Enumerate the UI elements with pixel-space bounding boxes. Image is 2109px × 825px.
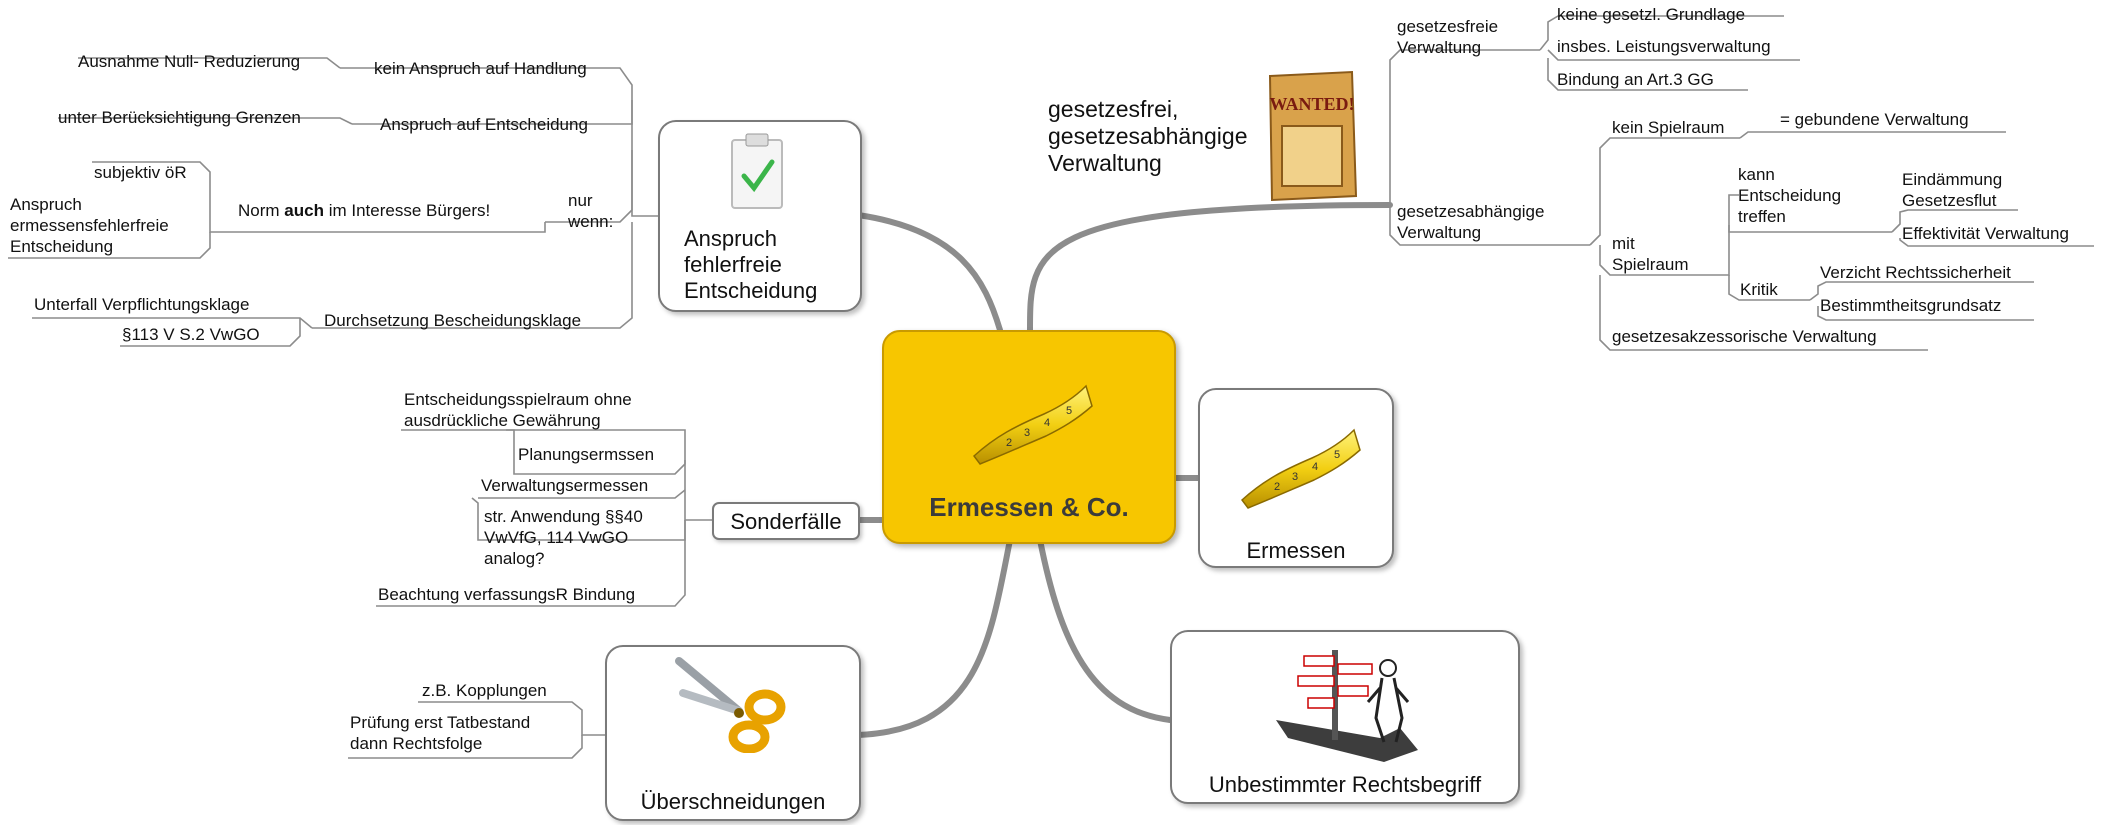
norm-label: Norm auch im Interesse Bürgers! [238,201,491,220]
anspruch-node[interactable]: Anspruch fehlerfreie Entscheidung [658,120,862,312]
sonderfall-item: Verwaltungsermessen [481,476,649,495]
kritik-label: Kritik [1740,280,1778,299]
gesetzesabhaengige-label: gesetzesabhängige Verwaltung [1397,202,1545,242]
anspruch-entscheidung-label: Anspruch auf Entscheidung [380,115,588,134]
gesetzesfreie-item: insbes. Leistungsverwaltung [1557,37,1771,56]
ueberschneidungen-node[interactable]: Überschneidungen [605,645,861,821]
svg-text:3: 3 [1024,427,1030,439]
anspruch-title: Anspruch fehlerfreie Entscheidung [684,226,818,303]
ueberschneidungen-title: Überschneidungen [640,789,826,814]
clipboard-check-icon [728,132,786,210]
eindaemmung-label: Eindämmung Gesetzesflut [1902,170,2003,210]
measuring-tape-icon: 2 3 4 5 [966,376,1096,466]
nur-wenn-label: nur wenn: [568,191,614,231]
sonderfall-item: str. Anwendung §§40 VwVfG, 114 VwGO anal… [484,507,643,568]
scissors-icon [669,653,799,754]
akzessorisch-label: gesetzesakzessorische Verwaltung [1612,327,1877,346]
signpost-man-icon [1268,642,1428,767]
unbestimmter-title: Unbestimmter Rechtsbegriff [1208,772,1482,797]
unterfall-label: Unterfall Verpflichtungsklage [34,295,250,314]
verzicht-label: Verzicht Rechtssicherheit [1820,263,2011,282]
svg-text:2: 2 [1274,481,1280,493]
ermessensfehlerfreie-label: Anspruch ermessensfehlerfreie Entscheidu… [10,195,169,256]
ueberschneidung-item: z.B. Kopplungen [422,681,547,700]
measuring-tape-icon: 2 3 4 5 [1234,420,1364,510]
sonderfaelle-title: Sonderfälle [730,509,842,534]
sonderfall-item: Planungsermssen [518,445,655,464]
subjektiv-label: subjektiv öR [94,163,187,182]
verwaltung-title: gesetzesfrei, gesetzesabhängige Verwaltu… [1048,96,1248,176]
paragraph-label: §113 V S.2 VwGO [122,325,260,344]
svg-text:2: 2 [1006,437,1012,449]
kein-anspruch-label: kein Anspruch auf Handlung [374,59,587,78]
wanted-label: WANTED! [1269,94,1354,114]
gesetzesfreie-item: keine gesetzl. Grundlage [1557,5,1746,24]
sonderfaelle-node[interactable]: Sonderfälle [712,502,860,540]
central-title: Ermessen & Co. [929,492,1129,522]
gebundene-label: = gebundene Verwaltung [1780,110,1969,129]
svg-text:3: 3 [1292,471,1298,483]
ueberschneidung-item: Prüfung erst Tatbestand dann Rechtsfolge [350,713,531,753]
central-topic[interactable]: 2 3 4 5 Ermessen & Co. [882,330,1176,544]
grenzen-label: unter Berücksichtigung Grenzen [58,108,301,127]
ermessen-node[interactable]: 2 3 4 5 Ermessen [1198,388,1394,568]
unbestimmter-node[interactable]: Unbestimmter Rechtsbegriff [1170,630,1520,804]
sonderfall-item: Beachtung verfassungsR Bindung [378,585,636,604]
svg-text:4: 4 [1312,461,1318,473]
wanted-poster-icon: WANTED! [1268,70,1358,202]
kein-spielraum-label: kein Spielraum [1612,118,1725,137]
kann-entscheidung-label: kann Entscheidung treffen [1738,165,1842,226]
mit-spielraum-label: mit Spielraum [1612,234,1689,274]
ausnahme-label: Ausnahme Null- Reduzierung [78,52,301,71]
svg-text:5: 5 [1334,449,1340,461]
gesetzesfreie-label: gesetzesfreie Verwaltung [1397,17,1499,57]
sonderfall-item: Entscheidungsspielraum ohne ausdrücklich… [404,390,632,430]
gesetzesfreie-item: Bindung an Art.3 GG [1557,70,1714,89]
bestimmtheit-label: Bestimmtheitsgrundsatz [1820,296,2002,315]
durchsetzung-label: Durchsetzung Bescheidungsklage [324,311,582,330]
effektivitaet-label: Effektivität Verwaltung [1902,224,2069,243]
svg-text:5: 5 [1066,405,1072,417]
svg-text:4: 4 [1044,417,1050,429]
ermessen-title: Ermessen [1246,538,1346,563]
